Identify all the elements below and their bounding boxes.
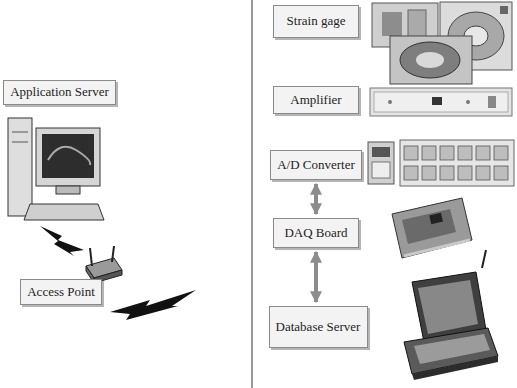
wireless-link bbox=[40, 226, 196, 320]
ad-converter-modules bbox=[368, 140, 514, 186]
process-box: DAQ Board bbox=[273, 218, 359, 248]
access-point-router bbox=[86, 246, 122, 283]
box-label: Strain gage bbox=[287, 14, 346, 28]
daq-board-card bbox=[392, 198, 472, 258]
process-box: A/D Converter bbox=[270, 150, 362, 180]
laptop-computer bbox=[404, 250, 498, 380]
box-label: Application Server bbox=[10, 85, 109, 99]
process-box: Application Server bbox=[3, 80, 116, 105]
box-label: Amplifier bbox=[290, 93, 341, 107]
process-box: Access Point bbox=[20, 279, 102, 305]
process-box: Amplifier bbox=[273, 86, 359, 114]
box-label: DAQ Board bbox=[284, 226, 347, 240]
desktop-computer bbox=[8, 118, 104, 220]
double-arrow bbox=[314, 252, 318, 302]
double-arrow bbox=[314, 184, 318, 214]
strain-gage-photos bbox=[372, 2, 512, 84]
box-label: Database Server bbox=[276, 320, 361, 334]
process-box: Database Server bbox=[269, 306, 368, 348]
box-label: A/D Converter bbox=[277, 158, 355, 172]
box-label: Access Point bbox=[27, 285, 95, 299]
process-box: Strain gage bbox=[273, 5, 359, 38]
amplifier-rack bbox=[370, 88, 512, 116]
